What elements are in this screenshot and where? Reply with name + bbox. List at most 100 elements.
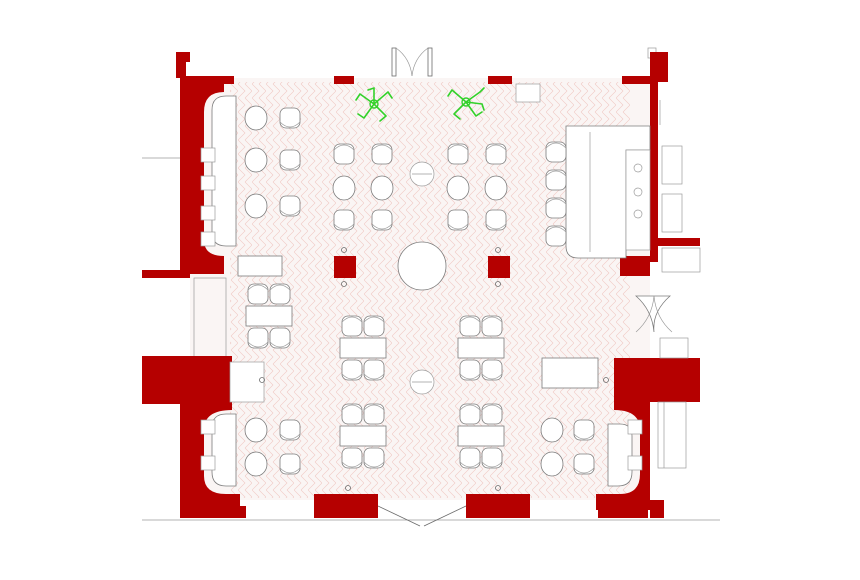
sink-icon [633, 209, 643, 219]
dining-table [457, 337, 505, 359]
hinge-mark [341, 247, 347, 253]
round-seat [244, 193, 268, 219]
chair-icon [459, 403, 481, 425]
wall-cabinet [515, 83, 541, 103]
round-seat [446, 175, 470, 201]
wall-segment [186, 76, 234, 84]
chair-icon [363, 359, 385, 381]
sink-icon [661, 145, 683, 185]
round-seat [244, 147, 268, 173]
entrance-door [391, 47, 433, 77]
chair-icon [341, 403, 363, 425]
chair-icon [481, 403, 503, 425]
chair-icon [371, 209, 393, 231]
kitchen-unit [661, 247, 701, 273]
plant-icon [355, 87, 393, 122]
chair-icon [333, 209, 355, 231]
wall-segment [650, 52, 668, 82]
kitchen-unit [659, 337, 689, 359]
round-seat [540, 451, 564, 477]
dining-table [339, 337, 387, 359]
chair-icon [485, 209, 507, 231]
chair-icon [573, 453, 595, 475]
hinge-mark [341, 281, 347, 287]
chair-icon [545, 169, 567, 191]
chair-icon [279, 195, 301, 217]
chair-icon [545, 225, 567, 247]
hinge-mark [495, 247, 501, 253]
wall-segment [650, 84, 658, 262]
wall-segment [180, 76, 194, 274]
round-seat [244, 417, 268, 443]
hinge-mark [345, 485, 351, 491]
door-swing-icon [653, 295, 673, 333]
column [488, 256, 510, 278]
chairs-layer [244, 105, 595, 477]
kitchen-unit [657, 401, 687, 469]
banquette-cushion [200, 175, 216, 191]
rounded-nook-wall [596, 402, 650, 510]
round-seat [244, 451, 268, 477]
door-leaf [423, 505, 467, 527]
plants [355, 87, 485, 122]
dining-table [339, 425, 387, 447]
chair-icon [269, 283, 291, 305]
wall-pillar [614, 358, 700, 402]
chair-icon [363, 403, 385, 425]
round-table-icon [397, 241, 447, 291]
chair-icon [341, 447, 363, 469]
chair-icon [247, 283, 269, 305]
door-swing-icon [411, 47, 429, 77]
round-seat [244, 105, 268, 131]
chair-icon [545, 141, 567, 163]
banquette-cushion [200, 419, 216, 435]
wall-segment [466, 494, 530, 518]
sink-icon [633, 163, 643, 173]
door-leaf [377, 505, 421, 527]
wall-segment [488, 76, 512, 84]
round-seat [332, 175, 356, 201]
door-swing-icon [634, 295, 672, 333]
chair-icon [269, 327, 291, 349]
chair-icon [341, 359, 363, 381]
chair-icon [363, 315, 385, 337]
chair-icon [341, 315, 363, 337]
chair-icon [279, 453, 301, 475]
banquette-cushion [200, 205, 216, 221]
chair-icon [279, 149, 301, 171]
banquette-cushion [200, 231, 216, 247]
wall-segment [314, 494, 378, 518]
banquettes [200, 95, 643, 487]
chair-icon [481, 315, 503, 337]
chair-icon [247, 327, 269, 349]
wall-segment [620, 256, 650, 276]
banquette-seat [607, 423, 633, 487]
round-tables [397, 161, 447, 395]
sink-icon [633, 187, 643, 197]
round-seat [484, 175, 508, 201]
chair-icon [459, 315, 481, 337]
banquette-cushion [200, 147, 216, 163]
column [334, 256, 356, 278]
side-furniture [229, 83, 599, 403]
chair-icon [447, 209, 469, 231]
chair-icon [545, 197, 567, 219]
console-table [237, 255, 283, 277]
chair-icon [459, 447, 481, 469]
round-seat [540, 417, 564, 443]
chair-icon [485, 143, 507, 165]
round-seat [370, 175, 394, 201]
chair-icon [481, 359, 503, 381]
tables-layer [245, 247, 609, 491]
wall-segment [194, 506, 246, 518]
door-leaf [391, 47, 397, 77]
banquette-cushion [200, 455, 216, 471]
wall-pillar [142, 356, 232, 404]
chair-icon [363, 447, 385, 469]
wall-segment [650, 500, 664, 518]
wall-segment [650, 238, 700, 246]
chair-icon [279, 419, 301, 441]
wall-segment [180, 400, 194, 518]
service-counter [541, 357, 599, 389]
